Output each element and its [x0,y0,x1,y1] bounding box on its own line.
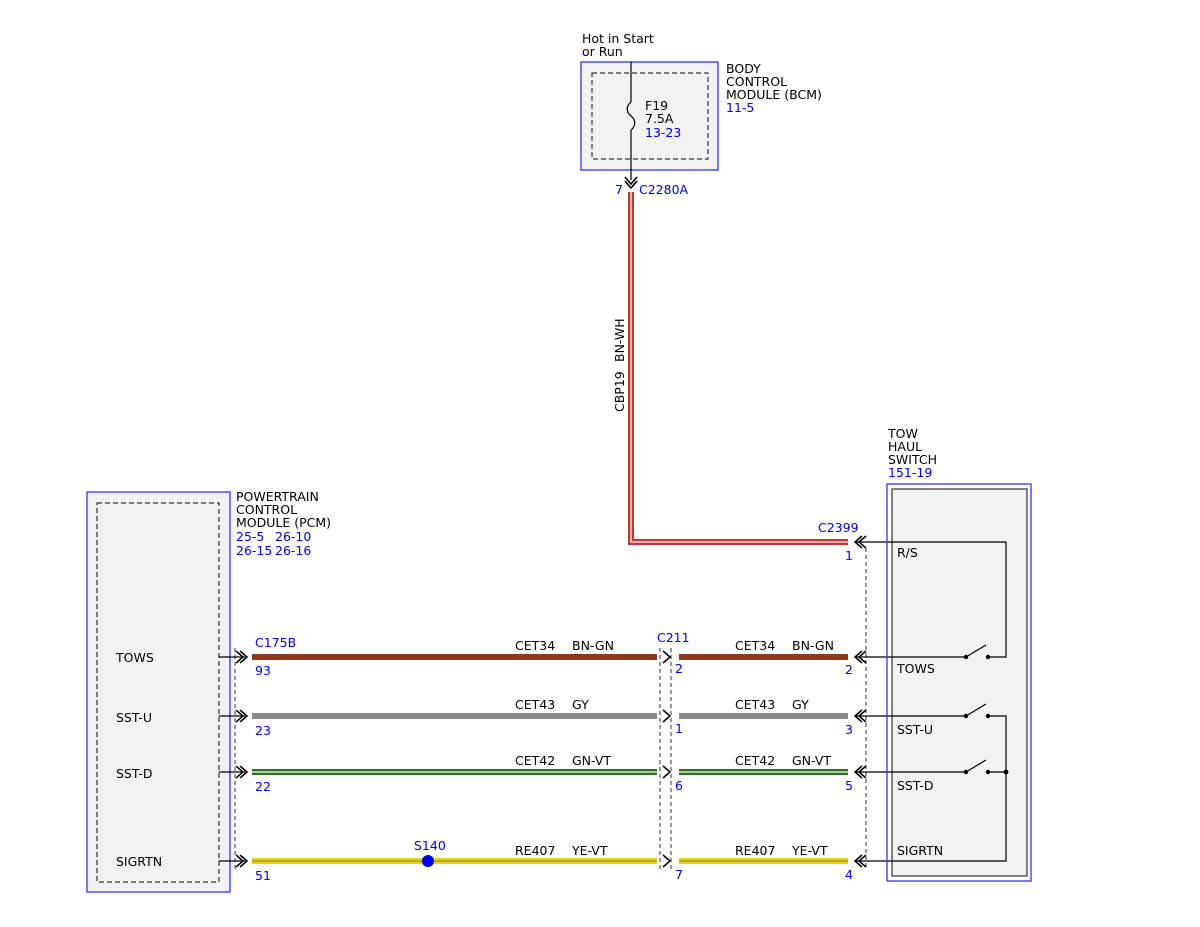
pcm-pin-number: 23 [255,723,271,738]
switch-outer-box [886,483,1032,882]
bcm-name-line2: CONTROL [726,74,787,89]
bcm-name-line1: BODY [726,61,761,76]
pcm-signal-label: SST-D [116,766,153,781]
bcm-connector-label[interactable]: C2280A [639,182,689,197]
supply-wire-bn-wh[interactable] [628,192,848,545]
switch-pin-number: 3 [845,722,853,737]
pcm-ref-link[interactable]: 26-15 [236,543,272,558]
switch-pin-number: 2 [845,662,853,677]
wire-circuit-label: RE407 [735,843,775,858]
switch-connector-label[interactable]: C2399 [818,520,859,535]
bcm-inner-box [591,72,709,160]
inline-connector-pin: 2 [675,661,683,676]
switch-pin-label: SST-D [897,778,934,793]
supply-wire-circuit: CBP19 [612,371,627,412]
switch-pin-number: 1 [845,548,853,563]
chevron-right-icon [662,854,672,868]
chevron-right-icon [235,709,249,723]
fuse-rating: 7.5A [645,111,674,126]
pcm-name-line1: POWERTRAIN [236,489,319,504]
wire-circuit-label: CET34 [735,638,775,653]
chevron-right-icon [662,709,672,723]
switch-internal-circuit [888,541,1007,862]
pcm-connector-label[interactable]: C175B [255,635,296,650]
pcm-ref-link[interactable]: 25-5 [236,529,264,544]
wire-color-label: YE-VT [791,843,828,858]
pcm-ref-link[interactable]: 26-16 [275,543,311,558]
pcm-outer-box [86,491,231,893]
pcm-signal-label: SST-U [116,710,152,725]
supply-wire-casing [628,192,848,545]
fuse-icon [626,101,636,131]
supply-wire-color-code: BN-WH [612,318,627,362]
switch-pin-label: SIGRTN [897,843,943,858]
bcm-outer-box [580,61,719,171]
pcm-name-line2: CONTROL [236,502,297,517]
chevron-right-icon [235,765,249,779]
pcm-connector-terminals [219,650,249,868]
bcm-ref-link[interactable]: 11-5 [726,100,754,115]
pcm-pin-number: 51 [255,868,271,883]
wire-circuit-label: RE407 [515,843,555,858]
supply-wire-tracer [630,192,848,543]
bcm-connector-pin: 7 [615,182,623,197]
powertrain-control-module: POWERTRAIN CONTROL MODULE (PCM) 25-5 26-… [86,489,331,893]
tow-haul-switch: TOW HAUL SWITCH 151-19 R/S TOWS [886,426,1032,882]
fuse-name: F19 [645,98,668,113]
wire-circuit-label: CET43 [735,697,775,712]
chevron-right-icon [662,650,672,664]
switch-contact-dots [963,654,1009,775]
wire-circuit-label: CET42 [515,753,555,768]
switch-pin-label: TOWS [896,661,935,676]
switch-pin-number: 5 [845,778,853,793]
switch-inner-box [891,488,1028,877]
inline-connector-c211 [659,648,672,870]
bcm-name-line3: MODULE (BCM) [726,87,822,102]
wire-color-label: GN-VT [792,753,831,768]
fuse-ref-link[interactable]: 13-23 [645,125,681,140]
switch-pin-number: 4 [845,867,853,882]
switch-pin-label: SST-U [897,722,933,737]
pcm-name-line3: MODULE (PCM) [236,515,331,530]
inline-connector-pin: 1 [675,721,683,736]
switch-pin-label: R/S [897,545,918,560]
body-control-module: Hot in Start or Run BODY CONTROL MODULE … [580,31,822,197]
wire-color-label: YE-VT [571,843,608,858]
inline-connector-pin: 7 [675,867,683,882]
pcm-signal-label: TOWS [115,650,154,665]
pcm-signal-label: SIGRTN [116,854,162,869]
bcm-supply-label-line1: Hot in Start [582,31,654,46]
wire-color-label: GY [792,697,809,712]
inline-connector-pin: 6 [675,778,683,793]
switch-name-line3: SWITCH [888,452,937,467]
pcm-pin-number: 93 [255,663,271,678]
wire-circuit-label: CET43 [515,697,555,712]
switch-connector-c2399 [853,535,888,870]
inline-connector-label[interactable]: C211 [657,630,690,645]
chevron-right-icon [235,854,249,868]
pcm-inner-box [96,502,220,883]
wire-circuit-label: CET34 [515,638,555,653]
pcm-ref-link[interactable]: 26-10 [275,529,311,544]
bcm-supply-label-line2: or Run [582,44,623,59]
switch-name-line2: HAUL [888,439,922,454]
chevron-right-icon [235,650,249,664]
wire-circuit-label: CET42 [735,753,775,768]
bcm-connector-chevron-icon [624,180,638,190]
switch-name-line1: TOW [887,426,918,441]
wire-color-label: GY [572,697,589,712]
bcm-connector-chevron-icon [624,176,638,186]
wire-color-label: BN-GN [572,638,614,653]
splice-label[interactable]: S140 [414,838,446,853]
pcm-pin-number: 22 [255,779,271,794]
wire-color-label: GN-VT [572,753,611,768]
switch-ref-link[interactable]: 151-19 [888,465,932,480]
wire-color-label: BN-GN [792,638,834,653]
splice-s140[interactable] [422,855,434,867]
chevron-right-icon [662,765,672,779]
